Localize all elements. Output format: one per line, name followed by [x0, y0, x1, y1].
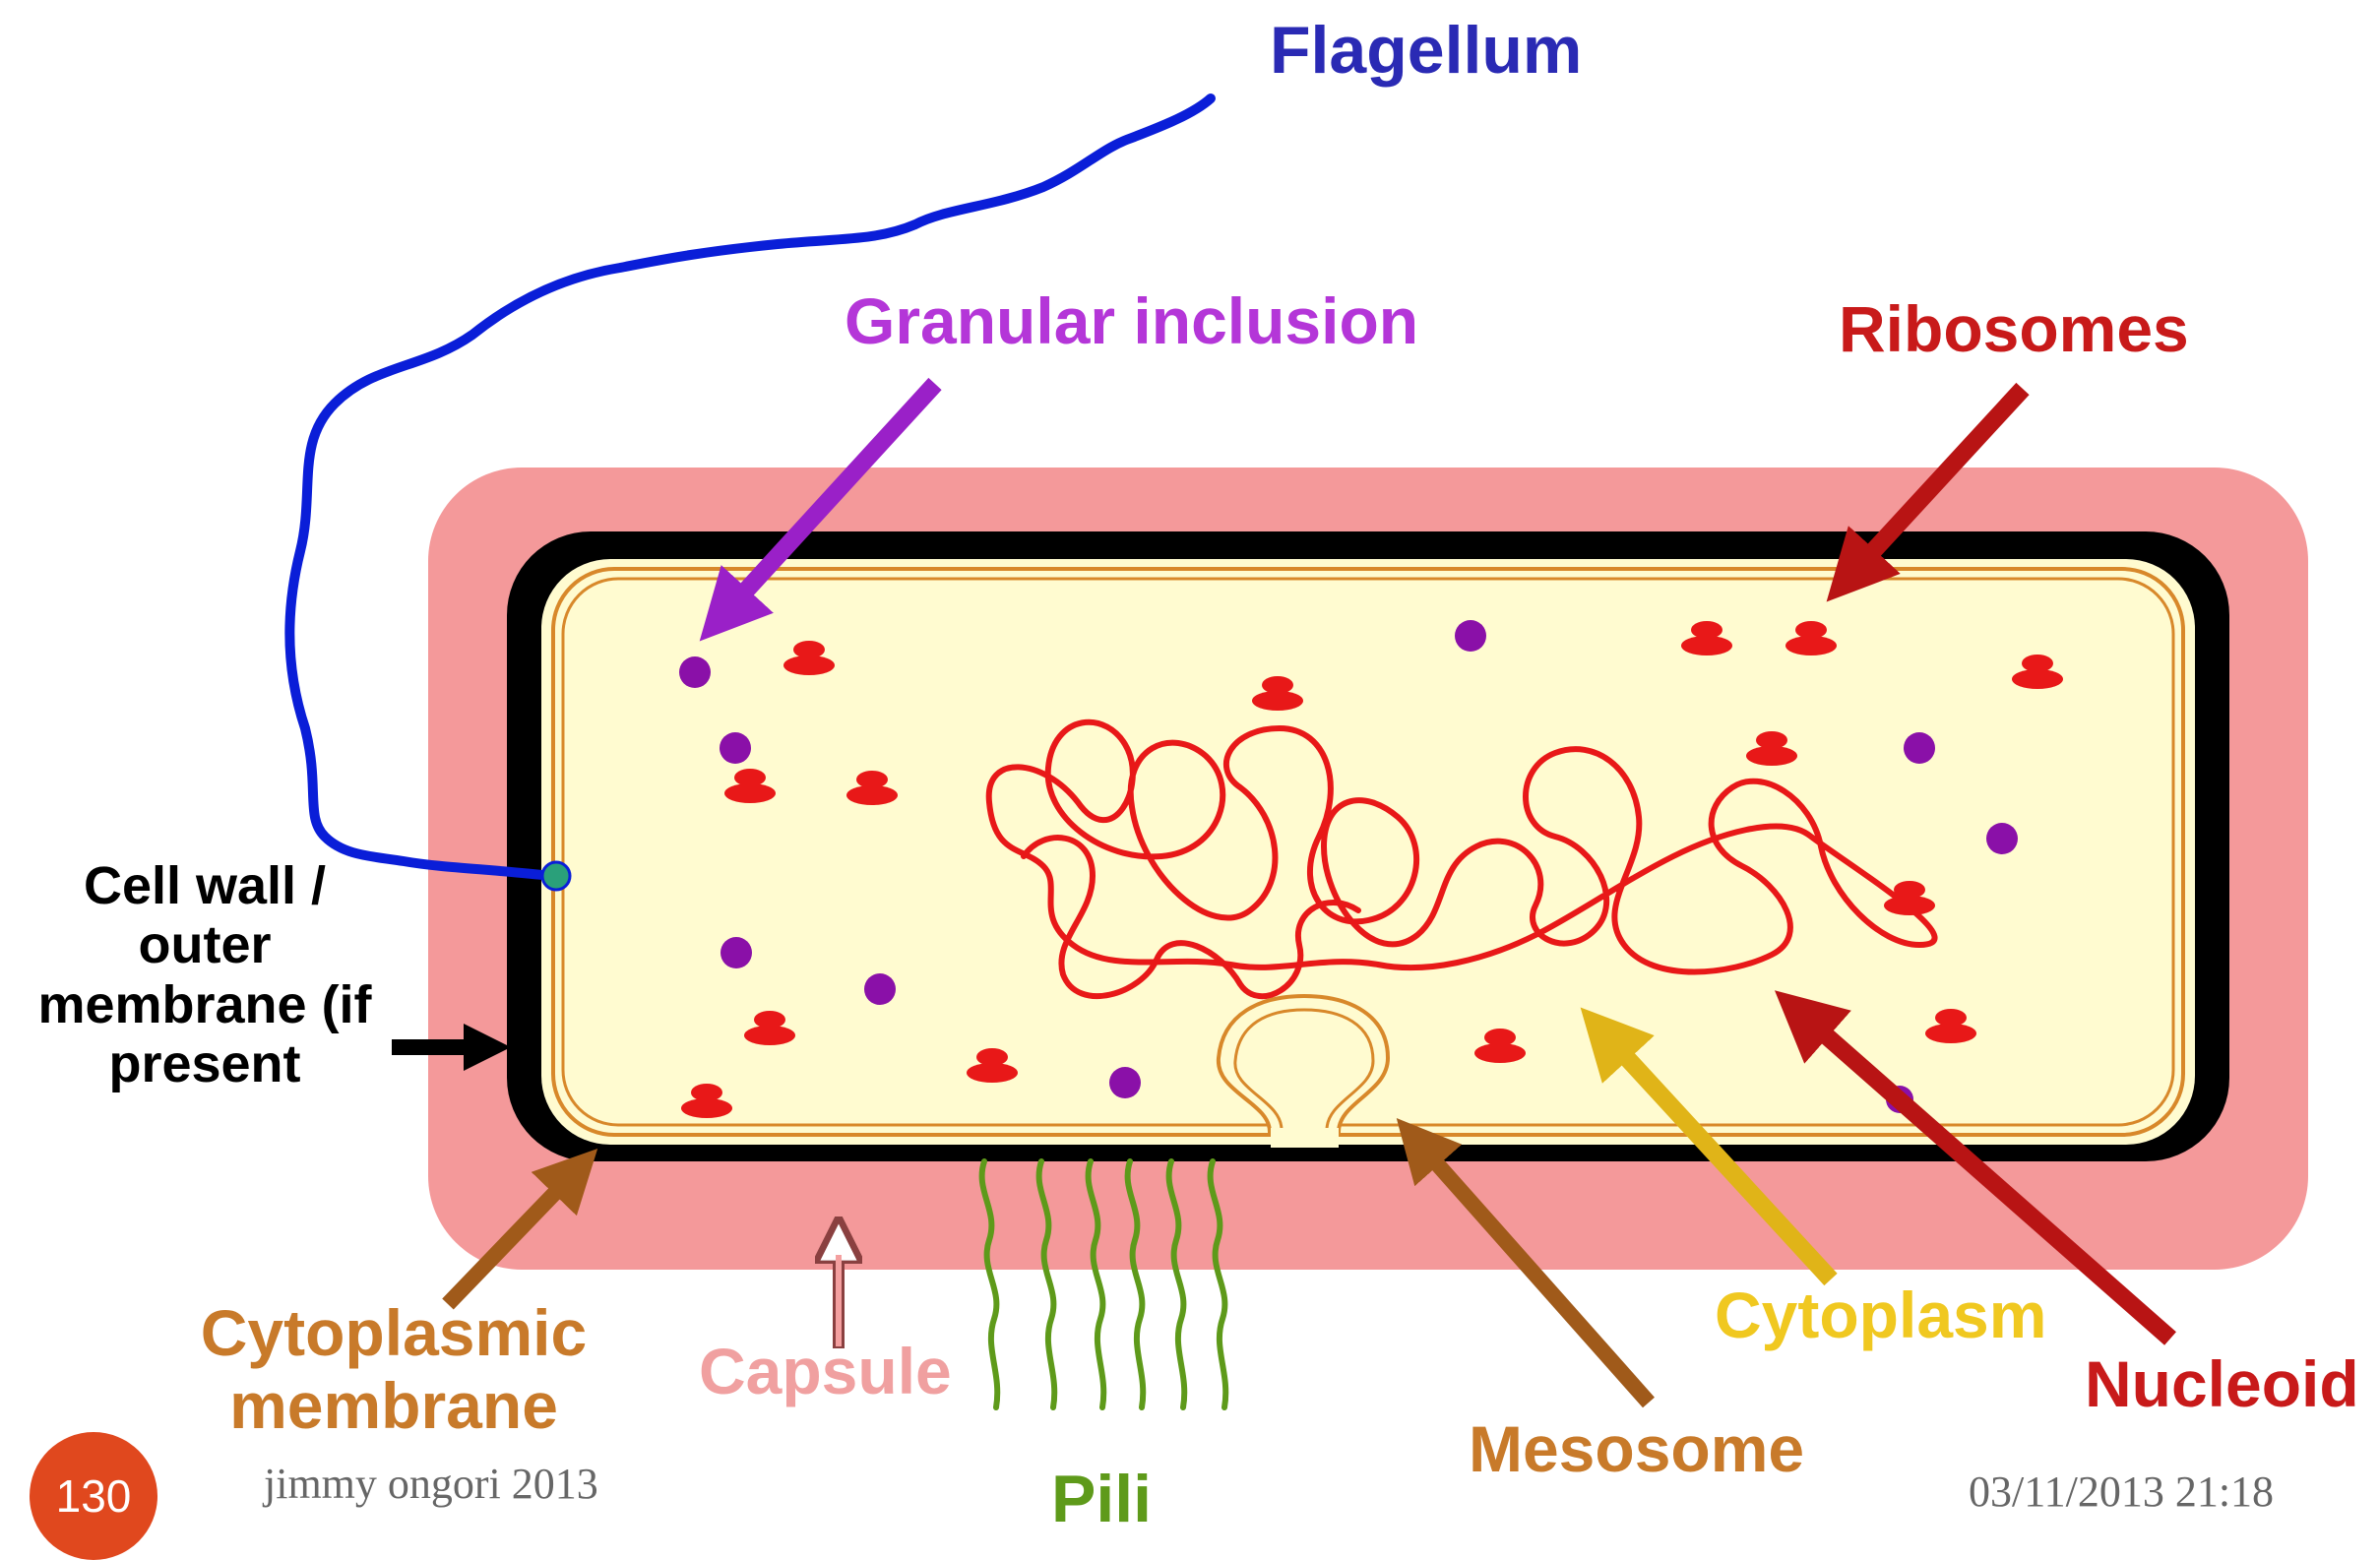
cytoplasm-arrow [1580, 1007, 1838, 1286]
pili [978, 1158, 1229, 1410]
label-cell-wall: Cell wall / outer membrane (if present [37, 856, 372, 1094]
flagellum [284, 94, 1216, 881]
cytoplasmic-membrane-inner [561, 577, 2175, 1127]
label-granular-inclusion: Granular inclusion [845, 284, 1419, 357]
label-nucleoid: Nucleoid [2085, 1347, 2359, 1420]
nucleoid-arrow [1774, 990, 2176, 1345]
flagellum-base [540, 860, 572, 892]
mesosome-arrow [1396, 1118, 1655, 1408]
label-capsule: Capsule [699, 1335, 952, 1407]
slide-number-badge: 130 [30, 1432, 157, 1560]
mesosome-inner [1233, 1008, 1375, 1131]
label-mesosome: Mesosome [1469, 1412, 1805, 1485]
nucleoid [985, 718, 1938, 975]
footer-datetime: 03/11/2013 21:18 [1969, 1467, 2275, 1516]
ribosomes-arrow [1826, 382, 2030, 602]
granular-inclusion-arrow [699, 377, 942, 642]
footer-author: jimmy ongori 2013 [264, 1460, 598, 1508]
label-cytoplasm: Cytoplasm [1715, 1279, 2047, 1351]
label-cytoplasmic-membrane: Cytoplasmic membrane [200, 1296, 588, 1442]
label-ribosomes: Ribosomes [1839, 292, 2189, 365]
label-flagellum: Flagellum [1270, 13, 1583, 88]
label-pili: Pili [1051, 1462, 1153, 1536]
cytoplasmic-membrane [551, 567, 2185, 1137]
cytoplasmic-membrane-arrow [442, 1148, 598, 1310]
ribosomes [681, 621, 2063, 1118]
nucleoid-loop [1021, 835, 1361, 1000]
mesosome-opening [1271, 1128, 1339, 1148]
